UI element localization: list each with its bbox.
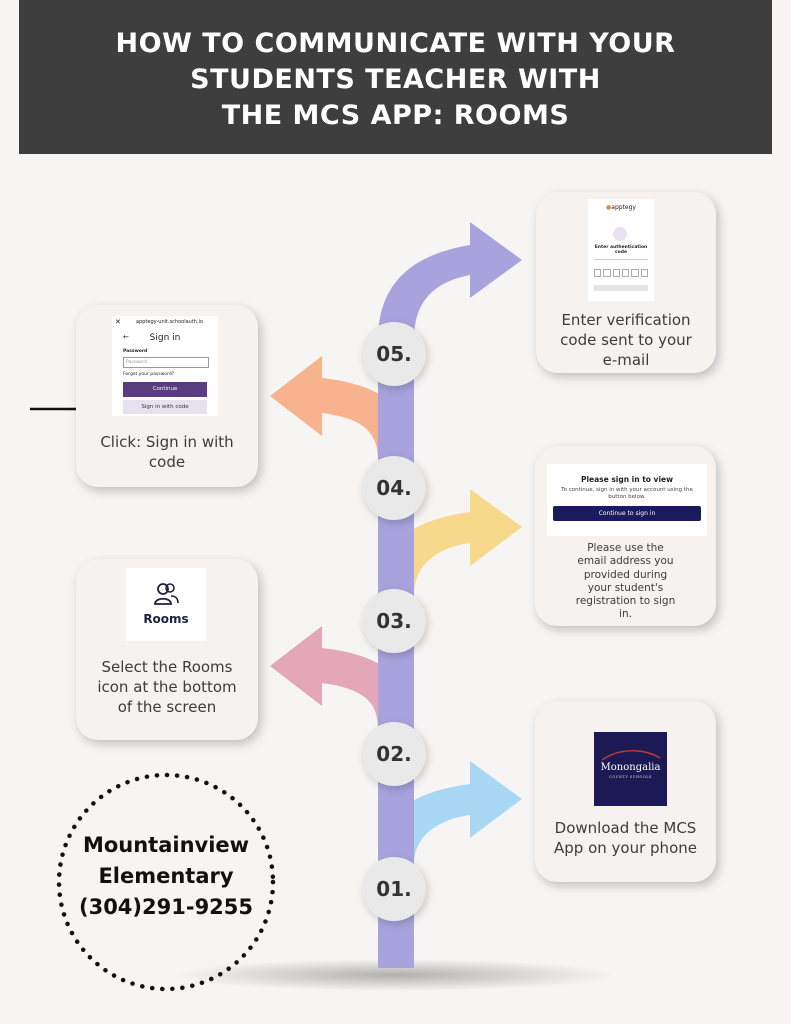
- please-sign-in-screen: Please sign in to view To continue, sign…: [547, 464, 707, 536]
- code-text: [594, 259, 648, 268]
- password-input[interactable]: Password: [123, 357, 209, 368]
- please-sign-in-text: To continue, sign in with your account u…: [561, 487, 693, 500]
- sign-in-url: apptegy-unit.schoolauth.io: [136, 319, 204, 325]
- title-line-2: STUDENTS TEACHER WITH: [190, 64, 601, 95]
- forgot-password-link[interactable]: Forgot your password?: [123, 372, 175, 377]
- step-number-02: 02.: [362, 722, 426, 786]
- title-banner: HOW TO COMMUNICATE WITH YOUR STUDENTS TE…: [19, 0, 772, 154]
- rooms-label: Rooms: [143, 612, 189, 626]
- title-line-3: THE MCS APP: ROOMS: [221, 100, 570, 131]
- sign-in-screen: apptegy-unit.schoolauth.io ✕ ← Sign in P…: [112, 316, 218, 416]
- step-04-card: apptegy-unit.schoolauth.io ✕ ← Sign in P…: [76, 305, 258, 487]
- rooms-icon-tile[interactable]: Rooms: [126, 568, 206, 641]
- step-number-05: 05.: [362, 322, 426, 386]
- step-05-card: ●apptegy Enter authentication code Enter…: [536, 192, 716, 373]
- apptegy-brand: ●apptegy: [606, 204, 636, 211]
- school-contact: Mountainview Elementary (304)291-9255: [55, 771, 277, 993]
- mail-icon: [613, 227, 627, 241]
- continue-button[interactable]: Continue: [123, 382, 207, 397]
- code-input-boxes[interactable]: [594, 269, 648, 277]
- logo-subtext: COUNTY SCHOOLS: [609, 775, 652, 779]
- school-name-line-2: Elementary: [98, 864, 234, 888]
- continue-to-sign-in-button[interactable]: Continue to sign in: [553, 506, 701, 521]
- mcs-app-logo[interactable]: Monongalia COUNTY SCHOOLS: [594, 732, 667, 806]
- dotted-circle: [56, 772, 276, 992]
- school-name-line-1: Mountainview: [82, 833, 250, 857]
- floor-shadow: [175, 959, 615, 991]
- sign-in-title: Sign in: [149, 333, 181, 343]
- step-01-card: Monongalia COUNTY SCHOOLS Download the M…: [535, 701, 716, 882]
- logo-text: Monongalia: [600, 762, 661, 773]
- step-number-01: 01.: [362, 857, 426, 921]
- sign-in-with-code-button[interactable]: Sign in with code: [123, 400, 207, 414]
- password-label: Password: [123, 349, 148, 354]
- school-phone: (304)291-9255: [78, 895, 254, 919]
- step-number-03: 03.: [362, 589, 426, 653]
- verification-title: Enter authentication code: [594, 245, 648, 255]
- title-line-1: HOW TO COMMUNICATE WITH YOUR: [115, 28, 676, 59]
- step-03-card: Please sign in to view To continue, sign…: [535, 446, 716, 626]
- logo-swoosh: [601, 749, 661, 761]
- please-sign-in-title: Please sign in to view: [580, 475, 674, 484]
- verification-screen: ●apptegy Enter authentication code: [588, 199, 654, 301]
- close-icon[interactable]: ✕: [115, 318, 121, 326]
- back-arrow-icon[interactable]: ←: [123, 333, 129, 341]
- verify-button[interactable]: [594, 285, 648, 291]
- rooms-people-icon: [154, 583, 179, 605]
- arrow-05: [378, 222, 522, 340]
- step-number-04: 04.: [362, 456, 426, 520]
